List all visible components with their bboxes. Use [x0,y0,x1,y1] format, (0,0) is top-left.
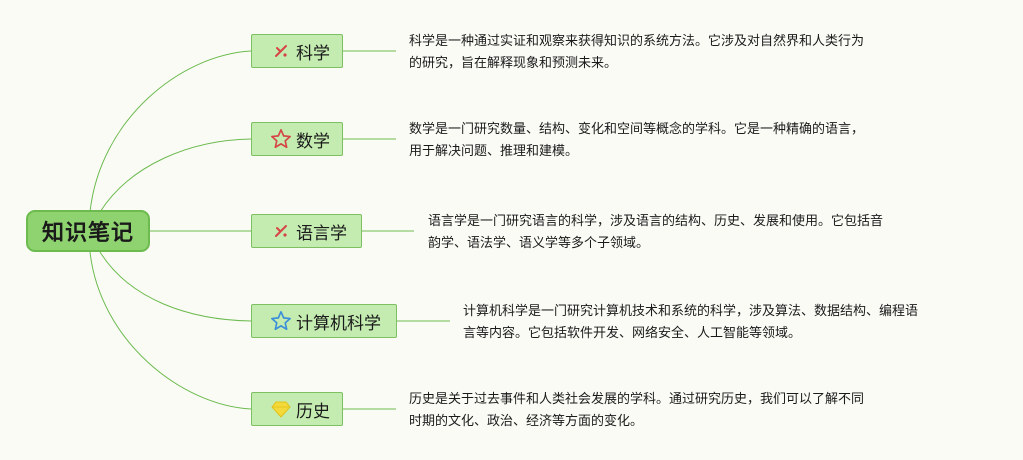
star-outline-icon [270,310,292,332]
star-outline-icon [270,128,292,150]
desc-computer-science: 计算机科学是一门研究计算机技术和系统的科学，涉及算法、数据结构、编程语 言等内容… [463,301,918,345]
tools-icon [270,220,292,242]
topic-label-science: 科学 [296,43,330,64]
topic-label-linguistics: 语言学 [296,223,347,244]
desc-history-line-2: 时期的文化、政治、经济等方面的变化。 [409,414,644,429]
tools-icon [270,40,292,62]
root-node-label: 知识笔记 [41,221,134,246]
topic-label-math: 数学 [296,131,330,152]
desc-math-line-1: 数学是一门研究数量、结构、变化和空间等概念的学科。它是一种精确的语言， [409,122,865,137]
desc-linguistics-line-1: 语言学是一门研究语言的科学，涉及语言的结构、历史、发展和使用。它包括音 [428,214,884,229]
desc-history-line-1: 历史是关于过去事件和人类社会发展的学科。通过研究历史，我们可以了解不同 [409,392,865,407]
topic-label-computer-science: 计算机科学 [296,313,381,334]
link-root-to-cs [99,251,252,322]
topic-node-history[interactable]: 历史 [251,392,343,426]
desc-cs-line-1: 计算机科学是一门研究计算机技术和系统的科学，涉及算法、数据结构、编程语 [463,304,919,319]
desc-science-line-1: 科学是一种通过实证和观察来获得知识的系统方法。它涉及对自然界和人类行为 [409,34,865,49]
link-root-to-history [89,251,252,410]
desc-science: 科学是一种通过实证和观察来获得知识的系统方法。它涉及对自然界和人类行为 的研究，… [409,31,864,75]
desc-linguistics-line-2: 韵学、语法学、语义学等多个子领域。 [428,236,650,251]
topic-node-math[interactable]: 数学 [251,122,343,156]
desc-science-line-2: 的研究，旨在解释现象和预测未来。 [409,56,618,71]
topic-node-science[interactable]: 科学 [251,34,343,68]
desc-cs-line-2: 言等内容。它包括软件开发、网络安全、人工智能等领域。 [463,326,802,341]
root-node[interactable]: 知识笔记 [26,210,150,252]
gem-icon [270,398,292,420]
link-root-to-math [99,138,252,213]
topic-node-computer-science[interactable]: 计算机科学 [251,304,397,338]
link-root-to-science [89,50,252,213]
topic-label-history: 历史 [296,401,330,422]
desc-linguistics: 语言学是一门研究语言的科学，涉及语言的结构、历史、发展和使用。它包括音 韵学、语… [428,211,883,255]
desc-math-line-2: 用于解决问题、推理和建模。 [409,144,579,159]
topic-node-linguistics[interactable]: 语言学 [251,214,362,248]
desc-history: 历史是关于过去事件和人类社会发展的学科。通过研究历史，我们可以了解不同 时期的文… [409,389,864,433]
desc-math: 数学是一门研究数量、结构、变化和空间等概念的学科。它是一种精确的语言， 用于解决… [409,119,864,163]
